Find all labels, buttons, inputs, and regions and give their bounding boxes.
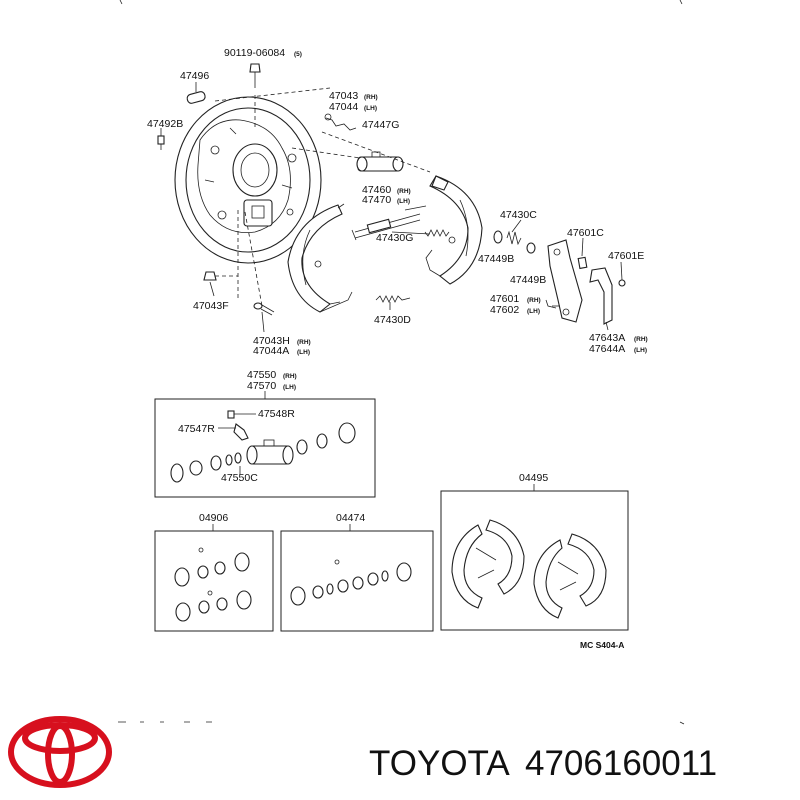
label-spring-c: 47430C [500, 209, 537, 221]
backing-plate-drawing [174, 96, 322, 264]
label-cyl-lh: 47570 [247, 380, 276, 392]
kit-box-a [154, 530, 274, 632]
brake-shoe-left [287, 203, 353, 313]
label-cap: 47492B [147, 118, 183, 130]
shoe-set-2 [533, 533, 607, 619]
kit-box-b [280, 530, 434, 632]
label-bracket-lh-side: (LH) [634, 347, 647, 354]
dashed-leaders [214, 87, 431, 307]
label-nut-f: 47043F [193, 300, 229, 312]
nut-part [203, 271, 217, 281]
label-bolt: 90119-06084 [224, 47, 285, 59]
label-spring-d: 47430D [374, 314, 411, 326]
label-plug: 47496 [180, 70, 209, 82]
label-cyl-rh-side: (RH) [283, 373, 297, 380]
label-spring-g: 47447G [362, 119, 399, 131]
label-lever-c: 47601C [567, 227, 604, 239]
label-lever-rh-side: (RH) [527, 297, 541, 304]
label-bleeder-rh: 47043H [253, 335, 290, 347]
label-rod-rh-side: (RH) [397, 188, 411, 195]
spring-part [325, 117, 357, 131]
label-leaders [160, 82, 623, 333]
clip-c-part [577, 256, 588, 270]
label-cyl-rh: 47550 [247, 369, 276, 381]
shoe-box [440, 490, 629, 631]
label-bracket-lh: 47644A [589, 343, 625, 355]
part-number: 4706160011 [525, 744, 717, 783]
logo-vertical-ring [45, 723, 75, 785]
label-spring-gg: 47430G [376, 232, 413, 244]
label-bleeder-rh-side: (RH) [297, 339, 311, 346]
bleeder-part [253, 302, 275, 316]
label-clip-e: 47601E [608, 250, 644, 262]
toyota-logo [8, 716, 112, 788]
label-bracket-rh: 47643A [589, 332, 625, 344]
brake-shoe-right [425, 175, 483, 285]
label-plate-rh-side: (RH) [364, 94, 378, 101]
label-rod-lh-side: (LH) [397, 198, 410, 205]
spring-g-part [424, 229, 450, 237]
label-lever-lh: 47602 [490, 304, 519, 316]
box-title-kit-a: 04906 [199, 512, 228, 524]
brand-name: TOYOTA [369, 744, 510, 783]
wheel-cylinder-drawing [356, 151, 404, 172]
label-bolt-note: (5) [294, 51, 302, 58]
box-title-kit-c: 04495 [519, 472, 548, 484]
spring-c-cluster [493, 230, 536, 254]
spring-d-part [375, 295, 411, 303]
wheel-cylinder-box [154, 398, 376, 498]
label-bleed-r: 47547R [178, 423, 215, 435]
reference-code: MC S404-A [580, 640, 624, 650]
label-plug-r: 47548R [258, 408, 295, 420]
box-title-kit-b: 04474 [336, 512, 365, 524]
kit-b-parts [290, 559, 412, 606]
label-kit-c: 47550C [221, 472, 258, 484]
label-lever-rh: 47601 [490, 293, 519, 305]
clip-e-part [618, 279, 626, 287]
label-washer-bb: 47449B [510, 274, 546, 286]
label-cyl-lh-side: (LH) [283, 384, 296, 391]
wheel-cylinder-exploded [170, 410, 356, 483]
label-bleeder-lh-side: (LH) [297, 349, 310, 356]
plug-part [186, 91, 206, 104]
parking-lever [545, 239, 583, 323]
label-bracket-rh-side: (RH) [634, 336, 648, 343]
label-lever-lh-side: (LH) [527, 308, 540, 315]
bolt-part [249, 63, 261, 88]
kit-a-parts [174, 547, 252, 622]
label-plate-lh-side: (LH) [364, 105, 377, 112]
shoe-set-1 [451, 519, 525, 609]
cap-part [157, 135, 165, 150]
label-rod-rh: 47460 [362, 184, 391, 196]
label-plate-lh: 47044 [329, 101, 358, 113]
bracket-part [589, 267, 613, 325]
label-plate-rh: 47043 [329, 90, 358, 102]
label-washer-b: 47449B [478, 253, 514, 265]
label-rod-lh: 47470 [362, 194, 391, 206]
adjuster-rod [351, 205, 427, 241]
label-bleeder-lh: 47044A [253, 345, 289, 357]
